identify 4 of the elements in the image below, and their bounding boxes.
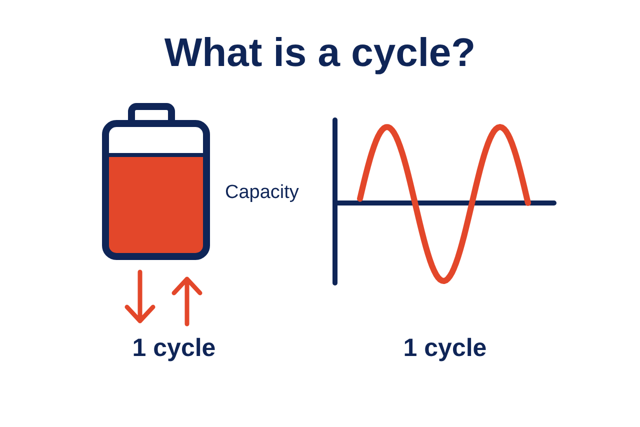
cycle-label: 1 cycle bbox=[132, 334, 216, 363]
cycle-label: 1 cycle bbox=[403, 334, 487, 363]
title: What is a cycle? bbox=[164, 30, 476, 76]
axis-label: Capacity bbox=[225, 182, 299, 204]
